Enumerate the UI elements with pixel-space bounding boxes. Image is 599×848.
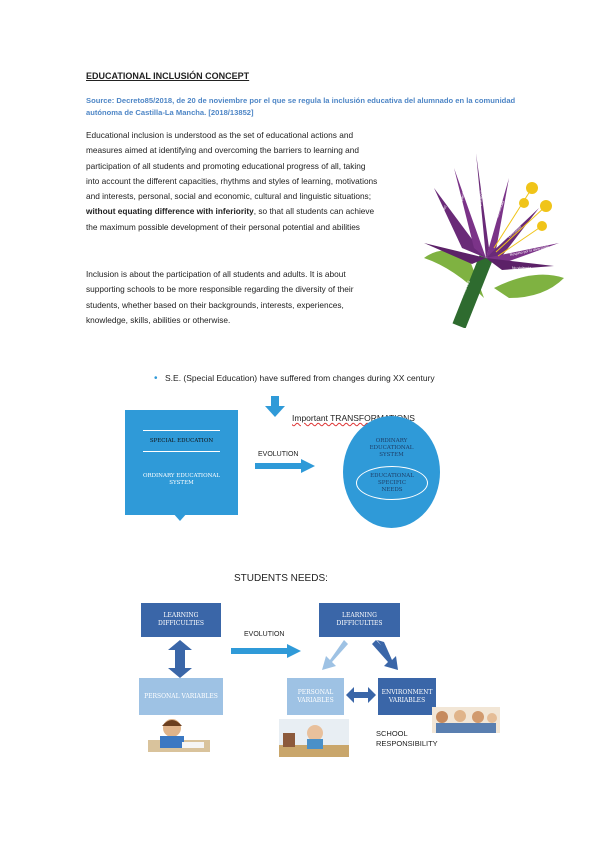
petal-2 <box>454 168 486 258</box>
source-citation: Source: Decreto85/2018, de 20 de noviemb… <box>86 96 516 117</box>
petal-8 <box>424 243 486 264</box>
right-personal-variables-label: PERSONAL VARIABLES <box>297 688 334 704</box>
petal-label-6: Respeto por la diversidad <box>509 245 549 257</box>
students-needs-title: STUDENTS NEEDS: <box>234 573 328 584</box>
right-personal-variables-box: PERSONAL VARIABLES <box>287 678 344 715</box>
stamen-line-1 <box>493 187 533 249</box>
evolution-label-2: EVOLUTION <box>244 631 285 638</box>
stem <box>452 255 493 328</box>
diagonal-arrow-right-icon <box>372 640 398 670</box>
petal-4 <box>486 178 509 258</box>
bullet-icon: • <box>154 373 158 384</box>
environment-variables-label: ENVIRONMENT VARIABLES <box>381 688 433 704</box>
inclusive-values-flower-image: Igualdad Participación Aprendizaje Comun… <box>424 153 564 328</box>
stamen-line-3 <box>497 225 543 257</box>
school-responsibility-label: SCHOOL RESPONSIBILITY <box>376 729 438 748</box>
special-education-box: SPECIAL EDUCATION ORDINARY EDUCATIONAL S… <box>125 410 238 515</box>
environment-variables-box: ENVIRONMENT VARIABLES <box>378 678 436 715</box>
special-education-label: SPECIAL EDUCATION <box>149 437 214 444</box>
diagonal-arrow-left-icon <box>322 640 348 670</box>
petal-3 <box>476 153 489 258</box>
inner-ellipse: EDUCATIONAL SPECIFIC NEEDS <box>356 466 428 500</box>
transformations-label: Important TRANSFORMATIONS <box>292 413 415 423</box>
definition-text-end: , so that all students can achieve the m… <box>86 206 375 232</box>
down-arrow-icon <box>265 396 285 417</box>
left-learning-difficulties-box: LEARNING DIFFICULTIES <box>141 603 221 637</box>
stamen-line-2 <box>495 205 547 253</box>
group-students-photo <box>432 707 500 733</box>
box-pointer-icon <box>172 512 188 521</box>
inclusion-paragraph: Inclusion is about the participation of … <box>86 269 354 325</box>
definition-text-start: Educational inclusion is understood as t… <box>86 130 378 202</box>
circle-specific-needs-label: EDUCATIONAL SPECIFIC NEEDS <box>370 472 414 493</box>
circle-ordinary-label: ORDINARY EDUCATIONAL SYSTEM <box>369 438 414 458</box>
definition-paragraph: Educational inclusion is understood as t… <box>86 128 378 235</box>
evolution-arrow-icon-1 <box>255 459 315 473</box>
right-learning-difficulties-label: LEARNING DIFFICULTIES <box>336 612 383 627</box>
leaf-right <box>494 274 564 298</box>
evolution-arrow-icon-2 <box>231 644 301 658</box>
double-arrow-icon <box>168 640 192 678</box>
child-studying-photo <box>148 719 210 752</box>
left-learning-difficulties-label: LEARNING DIFFICULTIES <box>158 612 204 627</box>
se-bullet-text: S.E. (Special Education) have suffered f… <box>165 373 435 383</box>
petal-6 <box>486 243 559 263</box>
petal-label-1: Igualdad <box>437 205 447 219</box>
evolution-label-1: EVOLUTION <box>258 451 299 458</box>
horizontal-double-arrow-icon <box>346 687 376 703</box>
petal-label-4: Comunidad <box>495 200 505 218</box>
petal-label-2: Participación <box>457 190 466 210</box>
left-personal-variables-box: PERSONAL VARIABLES <box>139 678 223 715</box>
student-desk-photo <box>279 719 349 757</box>
stamen-4 <box>537 221 547 231</box>
definition-text-bold: without equating difference with inferio… <box>86 206 254 217</box>
petal-5 <box>486 208 539 258</box>
petal-label-3: Aprendizaje <box>478 189 484 208</box>
petal-label-7: No violencia <box>512 266 531 270</box>
ordinary-system-label: ORDINARY EDUCATIONAL SYSTEM <box>142 473 221 486</box>
right-learning-difficulties-box: LEARNING DIFFICULTIES <box>319 603 400 637</box>
petal-7 <box>486 258 554 270</box>
transformations-text: Important TRANSFORMATIONS <box>292 413 415 423</box>
circle-system-diagram: ORDINARY EDUCATIONAL SYSTEM EDUCATIONAL … <box>343 416 440 528</box>
page-title: EDUCATIONAL INCLUSIÓN CONCEPT <box>86 71 250 81</box>
left-personal-variables-label: PERSONAL VARIABLES <box>144 692 218 700</box>
